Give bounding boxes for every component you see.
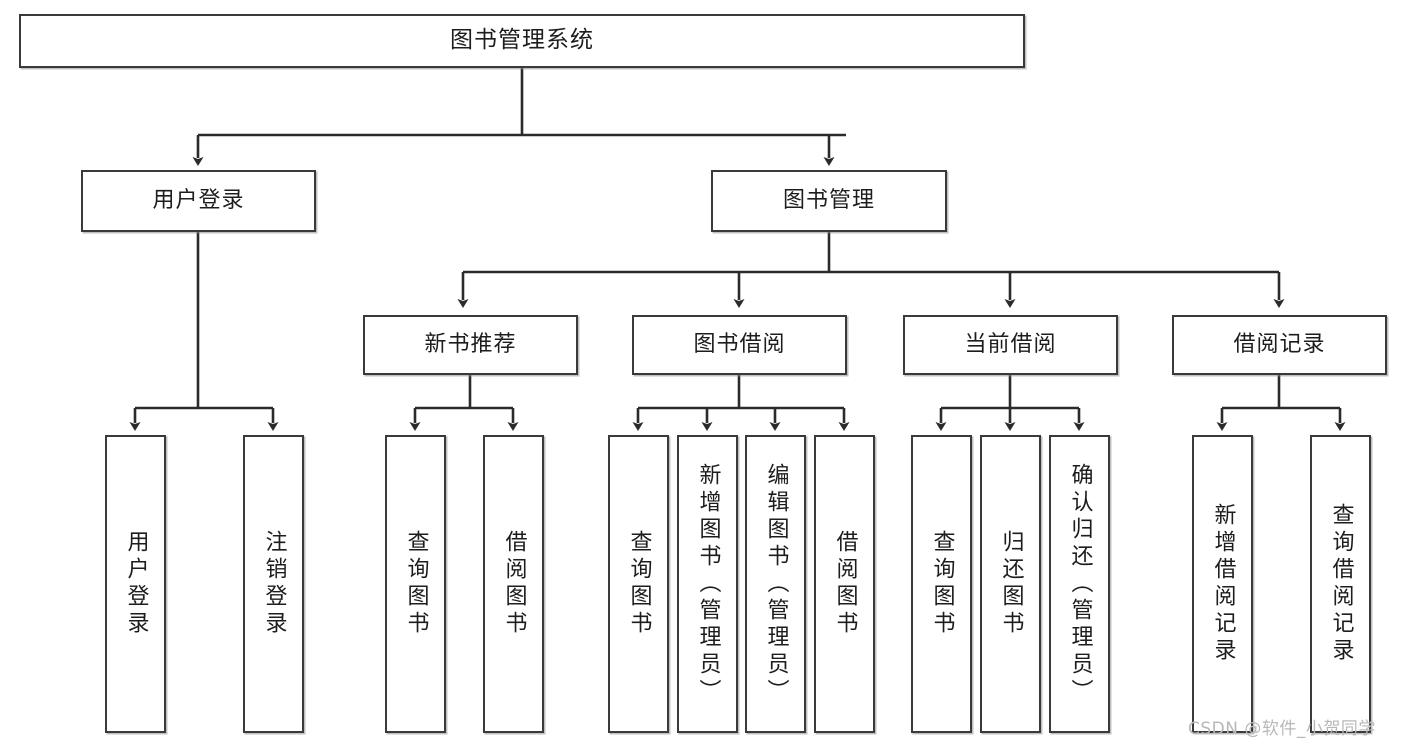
node-label: 借阅记录 bbox=[1233, 331, 1326, 357]
node-new-book-recommend[interactable]: 新书推荐 bbox=[363, 315, 578, 375]
node-leaf-query-book-2[interactable]: 查询图书 bbox=[608, 435, 669, 733]
node-label: 新增借阅记录 bbox=[1210, 503, 1236, 665]
node-label: 当前借阅 bbox=[964, 331, 1057, 357]
node-current-borrow[interactable]: 当前借阅 bbox=[903, 315, 1118, 375]
node-label: 确认归还（管理员） bbox=[1067, 462, 1093, 706]
node-leaf-edit-book[interactable]: 编辑图书（管理员） bbox=[745, 435, 806, 733]
node-label: 图书管理系统 bbox=[450, 27, 594, 54]
node-leaf-return-book[interactable]: 归还图书 bbox=[980, 435, 1041, 733]
node-label: 查询图书 bbox=[626, 530, 652, 638]
node-book-management-system[interactable]: 图书管理系统 bbox=[19, 14, 1025, 68]
node-label: 用户登录 bbox=[152, 187, 245, 213]
node-leaf-add-record[interactable]: 新增借阅记录 bbox=[1192, 435, 1253, 733]
node-leaf-confirm-return[interactable]: 确认归还（管理员） bbox=[1049, 435, 1110, 733]
node-label: 注销登录 bbox=[261, 530, 287, 638]
node-leaf-user-login[interactable]: 用户登录 bbox=[105, 435, 166, 733]
node-leaf-add-book[interactable]: 新增图书（管理员） bbox=[677, 435, 738, 733]
node-label: 图书管理 bbox=[782, 187, 875, 213]
node-leaf-borrow-book-2[interactable]: 借阅图书 bbox=[814, 435, 875, 733]
node-label: 查询图书 bbox=[403, 530, 429, 638]
node-label: 借阅图书 bbox=[501, 530, 527, 638]
node-leaf-query-record[interactable]: 查询借阅记录 bbox=[1310, 435, 1371, 733]
node-leaf-query-book-1[interactable]: 查询图书 bbox=[385, 435, 446, 733]
node-user-login[interactable]: 用户登录 bbox=[81, 170, 316, 232]
node-leaf-borrow-book-1[interactable]: 借阅图书 bbox=[483, 435, 544, 733]
node-book-borrow[interactable]: 图书借阅 bbox=[632, 315, 847, 375]
node-label: 归还图书 bbox=[998, 530, 1024, 638]
node-label: 图书借阅 bbox=[693, 331, 786, 357]
node-label: 新增图书（管理员） bbox=[695, 462, 721, 706]
node-borrow-record[interactable]: 借阅记录 bbox=[1172, 315, 1387, 375]
node-label: 新书推荐 bbox=[424, 331, 517, 357]
node-leaf-query-book-3[interactable]: 查询图书 bbox=[911, 435, 972, 733]
node-label: 查询图书 bbox=[929, 530, 955, 638]
node-book-manage[interactable]: 图书管理 bbox=[711, 170, 947, 232]
node-label: 用户登录 bbox=[123, 530, 149, 638]
node-leaf-logout[interactable]: 注销登录 bbox=[243, 435, 304, 733]
node-label: 查询借阅记录 bbox=[1328, 503, 1354, 665]
csdn-watermark: CSDN @软件_小贺同学 bbox=[1188, 719, 1376, 739]
node-label: 借阅图书 bbox=[832, 530, 858, 638]
node-label: 编辑图书（管理员） bbox=[763, 462, 789, 706]
